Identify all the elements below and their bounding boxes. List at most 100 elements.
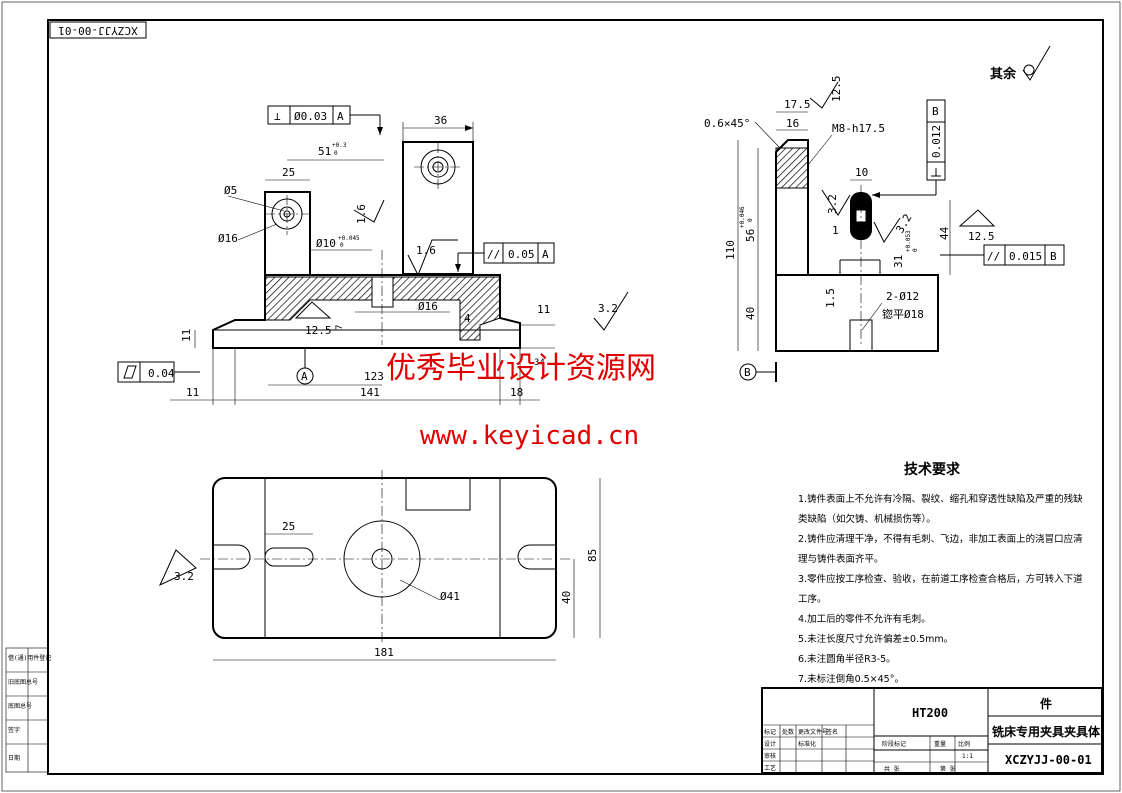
watermark-cn: 优秀毕业设计资源网 bbox=[386, 351, 656, 386]
tech-req-item-2: 类缺陷（如欠铸、机械损伤等）。 bbox=[798, 513, 936, 525]
tb-code: XCZYJJ-00-01 bbox=[1005, 753, 1092, 767]
side-tol-perp-value: 0.012 bbox=[930, 125, 943, 158]
datum-a-label: A bbox=[301, 370, 308, 383]
front-view: ⊥ Ø0.03 A 36 25 51 +0.3 0 bbox=[117, 105, 629, 405]
side-tol-par-b: // 0.015 B bbox=[940, 244, 1065, 266]
tech-requirements: 技术要求 1.铸件表面上不允许有冷隔、裂纹、缩孔和穿透性缺陷及严重的残缺 类缺陷… bbox=[798, 461, 1083, 685]
tb-small-9: 重量 bbox=[934, 740, 946, 748]
tech-req-item-9: 6.未注圆角半径R3-5。 bbox=[798, 653, 896, 665]
dim-o16a: Ø16 bbox=[218, 232, 238, 245]
strip-label-3: 底图总号 bbox=[8, 702, 32, 710]
left-side-strip: 借(通)用件登记 旧底图总号 底图总号 签字 日期 bbox=[5, 647, 51, 773]
strip-label-2: 旧底图总号 bbox=[8, 678, 38, 686]
rough-16b-front: 1.6 bbox=[355, 204, 368, 224]
side-holes: 2-Ø12 bbox=[886, 290, 919, 303]
tb-small-7: 标准化 bbox=[798, 740, 816, 748]
datum-b-marker: B bbox=[739, 362, 777, 382]
side-tol-par-datum: B bbox=[1050, 250, 1057, 263]
side-dim-1: 1 bbox=[832, 224, 839, 237]
tol-perp-value: Ø0.03 bbox=[294, 110, 327, 123]
tol-frame-flat: 0.04 bbox=[117, 361, 200, 383]
dim-4: 4 bbox=[464, 312, 471, 325]
tol-perp-datum: A bbox=[337, 110, 344, 123]
tech-req-item-8: 5.未注长度尺寸允许偏差±0.5mm。 bbox=[798, 633, 953, 645]
title-block: 标记 处数 更改文件号 签名 设计 标准化 审核 工艺 阶段标记 重量 比例 1… bbox=[761, 687, 1103, 774]
strip-label-5: 日期 bbox=[8, 754, 20, 762]
rough-125-front: 12.5 bbox=[305, 324, 332, 337]
top-dim-85: 85 bbox=[586, 549, 599, 562]
dim-11a: 11 bbox=[186, 386, 199, 399]
side-dim-31-tol: +0.053 bbox=[905, 230, 912, 252]
side-tol-par-value: 0.015 bbox=[1009, 250, 1042, 263]
tb-small-11: 审核 bbox=[764, 752, 776, 760]
tech-req-title: 技术要求 bbox=[904, 461, 961, 478]
dim-51: 51 bbox=[318, 145, 331, 158]
inner-frame bbox=[47, 19, 1104, 775]
rough-16-front: 1.6 bbox=[416, 244, 436, 257]
tb-small-15: 第 张 bbox=[940, 765, 956, 773]
tb-small-6: 设计 bbox=[764, 740, 776, 748]
dim-51-tol: +0.3 bbox=[332, 142, 347, 149]
tol-flat-value: 0.04 bbox=[148, 367, 175, 380]
tb-small-3: 更改文件号 bbox=[798, 728, 828, 736]
tech-req-item-3: 2.铸件应清理干净，不得有毛刺、飞边，非加工表面上的浇冒口应清 bbox=[798, 533, 1083, 545]
side-dim-16: 16 bbox=[786, 117, 799, 130]
top-code-box: XCZYJJ-00-01 bbox=[49, 21, 147, 39]
strip-label-4: 签字 bbox=[8, 726, 20, 734]
tol-par-datum: A bbox=[542, 248, 549, 261]
watermark-url: www.keyicad.cn bbox=[420, 421, 639, 451]
side-dim-56-tol: +0.046 bbox=[739, 206, 746, 228]
dim-7: 7 bbox=[335, 325, 345, 330]
strip-label-1: 借(通)用件登记 bbox=[8, 654, 51, 662]
dim-25: 25 bbox=[282, 166, 295, 179]
top-dim-25: 25 bbox=[282, 520, 295, 533]
tb-small-14: 共 张 bbox=[884, 765, 900, 773]
tb-small-12: 工艺 bbox=[764, 764, 776, 772]
side-rough-32a: 3.2 bbox=[826, 194, 839, 214]
side-rough-125: 12.5 bbox=[830, 76, 843, 103]
tech-req-item-1: 1.铸件表面上不允许有冷隔、裂纹、缩孔和穿透性缺陷及严重的残缺 bbox=[798, 493, 1083, 505]
front-section-left bbox=[264, 276, 373, 321]
tech-req-item-6: 工序。 bbox=[798, 593, 827, 605]
side-dim-175: 17.5 bbox=[784, 98, 811, 111]
side-dim-110: 110 bbox=[724, 240, 737, 260]
tech-req-item-5: 3.零件应按工序检查、验收，在前道工序检查合格后，方可转入下道 bbox=[798, 573, 1083, 585]
side-rough-125b: 12.5 bbox=[968, 230, 995, 243]
side-tol-perp-datum: B bbox=[932, 105, 939, 118]
tol-par-symbol: // bbox=[487, 248, 500, 261]
tb-small-8: 阶段标记 bbox=[882, 740, 906, 748]
rough-32-front: 3.2 bbox=[598, 302, 618, 315]
side-thread: M8-h17.5 bbox=[832, 122, 885, 135]
front-left-ear bbox=[264, 191, 311, 276]
side-dim-40: 40 bbox=[744, 307, 757, 320]
tb-part-label: 件 bbox=[1040, 696, 1052, 711]
dim-11b: 11 bbox=[537, 303, 550, 316]
tol-perp-symbol: ⊥ bbox=[274, 110, 281, 123]
front-section-right bbox=[392, 276, 501, 341]
top-code-text: XCZYJJ-00-01 bbox=[58, 24, 137, 37]
dim-141: 141 bbox=[360, 386, 380, 399]
tb-material: HT200 bbox=[912, 706, 948, 720]
top-dim-181: 181 bbox=[374, 646, 394, 659]
tb-name: 铣床专用夹具夹具体 bbox=[992, 724, 1101, 739]
side-tol-perp-b: B 0.012 bbox=[872, 99, 946, 198]
datum-a-marker: A bbox=[292, 347, 318, 385]
tb-small-10: 比例 bbox=[958, 740, 970, 748]
dim-51-tol2: 0 bbox=[334, 150, 338, 157]
dim-34: 34 bbox=[534, 358, 545, 368]
side-dim-44: 44 bbox=[938, 226, 951, 240]
dim-11c: 11 bbox=[180, 329, 193, 342]
tb-small-4: 签名 bbox=[826, 728, 838, 736]
side-dim-56: 56 bbox=[744, 229, 757, 242]
tech-req-item-10: 7.未标注倒角0.5×45°。 bbox=[798, 673, 904, 685]
side-tol-par-symbol: // bbox=[987, 250, 1000, 263]
top-dim-o41: Ø41 bbox=[440, 590, 460, 603]
tol-frame-par-a: // 0.05 A bbox=[455, 242, 555, 272]
tech-req-item-7: 4.加工后的零件不允许有毛刺。 bbox=[798, 613, 931, 625]
dim-36: 36 bbox=[434, 114, 447, 127]
surface-finish-note: 其余 bbox=[990, 45, 1051, 82]
dim-o10-tol2: 0 bbox=[340, 242, 344, 249]
side-dim-31: 31 bbox=[892, 255, 905, 268]
tb-small-0: 标记 bbox=[764, 728, 776, 736]
